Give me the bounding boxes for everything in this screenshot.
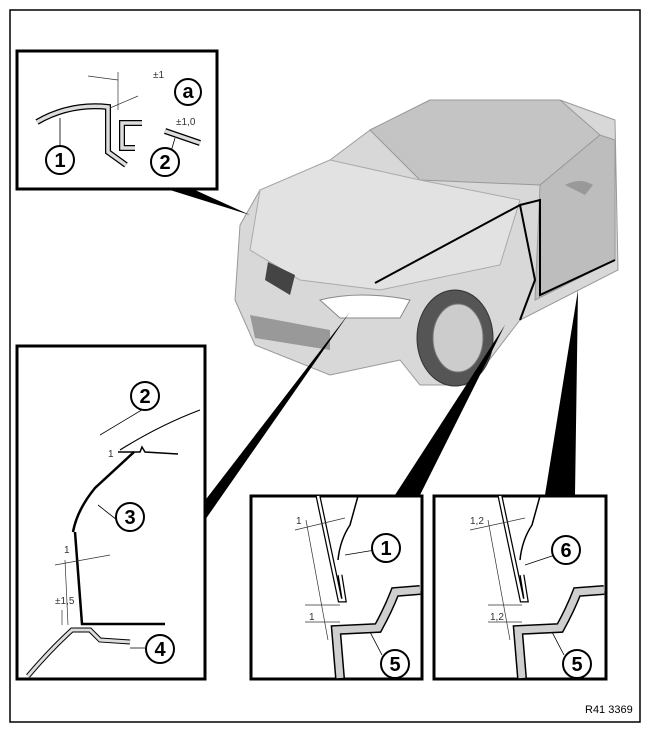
dimension-label: 1 <box>296 516 302 527</box>
leader-bottom-center <box>395 325 505 495</box>
callout-5: 5 <box>571 654 582 676</box>
callout-4: 4 <box>154 639 166 661</box>
detail-top: 1 2 a ±1 ±1,0 <box>15 49 219 191</box>
leader-bottom-right <box>545 290 578 495</box>
dimension-label: ±1,5 <box>55 596 75 607</box>
callout-1: 1 <box>380 538 391 560</box>
leader-top <box>170 190 250 215</box>
leader-left <box>190 312 350 520</box>
callout-5: 5 <box>389 654 400 676</box>
figure-reference: R41 3369 <box>585 704 633 716</box>
dimension-label: 1,2 <box>470 516 484 527</box>
callout-3: 3 <box>124 507 135 529</box>
callout-6: 6 <box>560 540 571 562</box>
car-illustration <box>234 99 619 387</box>
dimension-label: 1 <box>309 612 315 623</box>
callout-1: 1 <box>54 150 65 172</box>
dimension-label: ±1 <box>153 70 164 81</box>
callout-a: a <box>182 81 194 103</box>
detail-bottom-right: 6 5 1,2 1,2 <box>432 494 608 681</box>
detail-bottom-center: 1 5 1 1 <box>249 494 424 681</box>
outer-frame <box>9 9 641 723</box>
dimension-label: 1 <box>108 449 114 460</box>
dimension-label: ±1,0 <box>176 117 196 128</box>
callout-2: 2 <box>139 386 150 408</box>
dimension-label: 1,2 <box>490 612 504 623</box>
detail-left: 2 3 4 1 1 ±1,5 <box>15 344 207 681</box>
dimension-label: 1 <box>64 545 70 556</box>
callout-2: 2 <box>159 152 170 174</box>
